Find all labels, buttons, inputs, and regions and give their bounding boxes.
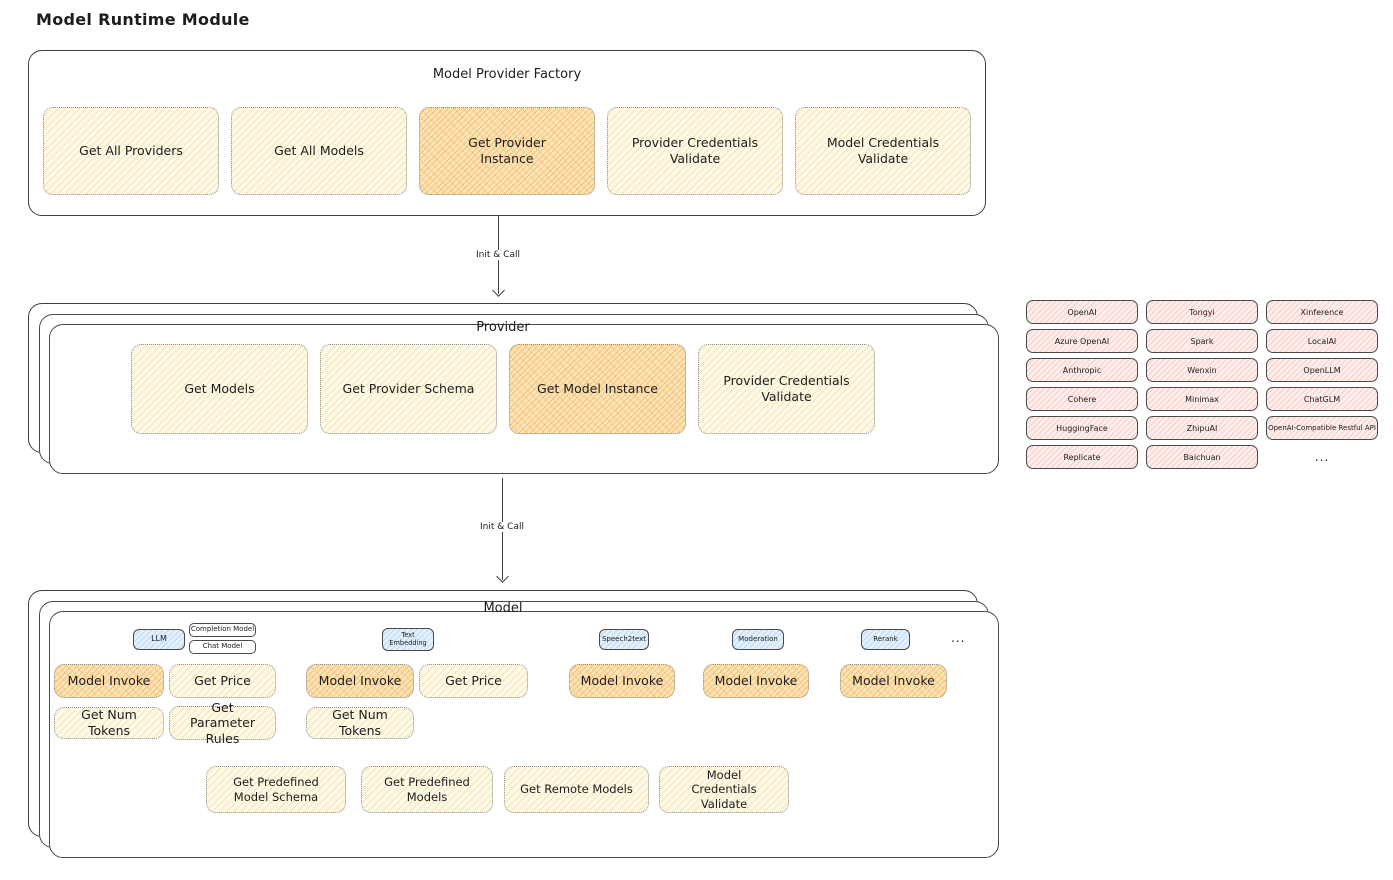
model-box-moderation-model-invoke: Model Invoke bbox=[703, 664, 809, 698]
tag-moderation: Moderation bbox=[732, 629, 784, 650]
factory-box-model-credentials-validate: Model Credentials Validate bbox=[795, 107, 971, 195]
tag-speech2text: Speech2text bbox=[599, 629, 649, 650]
vendor-chip-minimax: Minimax bbox=[1146, 387, 1258, 411]
model-box-get-remote-models: Get Remote Models bbox=[504, 766, 649, 813]
vendor-chip-wenxin: Wenxin bbox=[1146, 358, 1258, 382]
model-box-llm-model-invoke: Model Invoke bbox=[54, 664, 164, 698]
model-box-llm-get-num-tokens: Get Num Tokens bbox=[54, 707, 164, 739]
vendor-chip-anthropic: Anthropic bbox=[1026, 358, 1138, 382]
factory-box-get-all-models: Get All Models bbox=[231, 107, 407, 195]
provider-title: Provider bbox=[476, 320, 530, 335]
factory-box-row: Get All Providers Get All Models Get Pro… bbox=[29, 107, 985, 195]
arrow-label-init-call-2: Init & Call bbox=[476, 522, 528, 532]
model-box-rerank-model-invoke: Model Invoke bbox=[840, 664, 947, 698]
factory-box-get-all-providers: Get All Providers bbox=[43, 107, 219, 195]
provider-box-label: Get Models bbox=[184, 381, 255, 397]
page-title: Model Runtime Module bbox=[36, 10, 250, 29]
provider-box-get-provider-schema: Get Provider Schema bbox=[320, 344, 497, 434]
vendor-chip-openllm: OpenLLM bbox=[1266, 358, 1378, 382]
arrow-label-init-call-1: Init & Call bbox=[472, 250, 524, 260]
provider-box-label: Provider Credentials Validate bbox=[723, 373, 850, 404]
model-box-get-predefined-model-schema: Get Predefined Model Schema bbox=[206, 766, 346, 813]
provider-box-get-model-instance: Get Model Instance bbox=[509, 344, 686, 434]
provider-box-row: Get Models Get Provider Schema Get Model… bbox=[29, 344, 977, 434]
vendor-chip-replicate: Replicate bbox=[1026, 445, 1138, 469]
model-box-get-predefined-models: Get Predefined Models bbox=[361, 766, 493, 813]
vendor-chip-azure-openai: Azure OpenAI bbox=[1026, 329, 1138, 353]
tag-llm: LLM bbox=[133, 629, 185, 650]
vendor-more-ellipsis: ... bbox=[1314, 450, 1330, 464]
vendor-chip-xinference: Xinference bbox=[1266, 300, 1378, 324]
tag-text-embedding: Text Embedding bbox=[382, 628, 434, 651]
tag-more-ellipsis: ... bbox=[951, 631, 966, 645]
provider-box-label: Get Provider Schema bbox=[342, 381, 475, 397]
provider-container: Provider Get Models Get Provider Schema … bbox=[28, 303, 999, 474]
vendor-chip-localai: LocalAI bbox=[1266, 329, 1378, 353]
factory-box-label: Get All Providers bbox=[79, 143, 183, 159]
model-box-speech2text-model-invoke: Model Invoke bbox=[569, 664, 675, 698]
factory-box-get-provider-instance: Get Provider Instance bbox=[419, 107, 595, 195]
tag-chat-model: Chat Model bbox=[189, 640, 256, 654]
tag-rerank: Rerank bbox=[861, 629, 910, 650]
vendor-chip-tongyi: Tongyi bbox=[1146, 300, 1258, 324]
vendor-chip-openai: OpenAI bbox=[1026, 300, 1138, 324]
vendor-chip-baichuan: Baichuan bbox=[1146, 445, 1258, 469]
vendor-chip-cohere: Cohere bbox=[1026, 387, 1138, 411]
vendor-chip-spark: Spark bbox=[1146, 329, 1258, 353]
model-box-llm-get-parameter-rules: Get Parameter Rules bbox=[169, 700, 276, 746]
factory-container: Model Provider Factory Get All Providers… bbox=[28, 50, 986, 216]
model-box-embedding-model-invoke: Model Invoke bbox=[306, 664, 414, 698]
factory-title: Model Provider Factory bbox=[432, 67, 582, 82]
vendor-chip-openai-compatible: OpenAI-Compatible Restful API bbox=[1266, 416, 1378, 440]
factory-box-label: Provider Credentials Validate bbox=[631, 135, 759, 166]
model-box-model-credentials-validate: Model Credentials Validate bbox=[659, 766, 789, 813]
model-container: Model LLM Completion Model Chat Model Te… bbox=[28, 590, 999, 858]
tag-completion-model: Completion Model bbox=[189, 623, 256, 637]
factory-box-label: Get Provider Instance bbox=[468, 135, 546, 166]
factory-box-label: Get All Models bbox=[274, 143, 364, 159]
vendor-chip-chatglm: ChatGLM bbox=[1266, 387, 1378, 411]
model-box-embedding-get-num-tokens: Get Num Tokens bbox=[306, 707, 414, 739]
provider-box-get-models: Get Models bbox=[131, 344, 308, 434]
factory-box-label: Model Credentials Validate bbox=[826, 135, 940, 166]
vendor-chip-huggingface: HuggingFace bbox=[1026, 416, 1138, 440]
provider-vendor-grid: OpenAI Tongyi Xinference Azure OpenAI Sp… bbox=[1026, 300, 1378, 469]
vendor-chip-zhipuai: ZhipuAI bbox=[1146, 416, 1258, 440]
provider-box-provider-credentials-validate: Provider Credentials Validate bbox=[698, 344, 875, 434]
model-box-embedding-get-price: Get Price bbox=[419, 664, 528, 698]
model-box-llm-get-price: Get Price bbox=[169, 664, 276, 698]
factory-box-provider-credentials-validate: Provider Credentials Validate bbox=[607, 107, 783, 195]
model-title: Model bbox=[483, 601, 523, 616]
provider-box-label: Get Model Instance bbox=[537, 381, 658, 397]
